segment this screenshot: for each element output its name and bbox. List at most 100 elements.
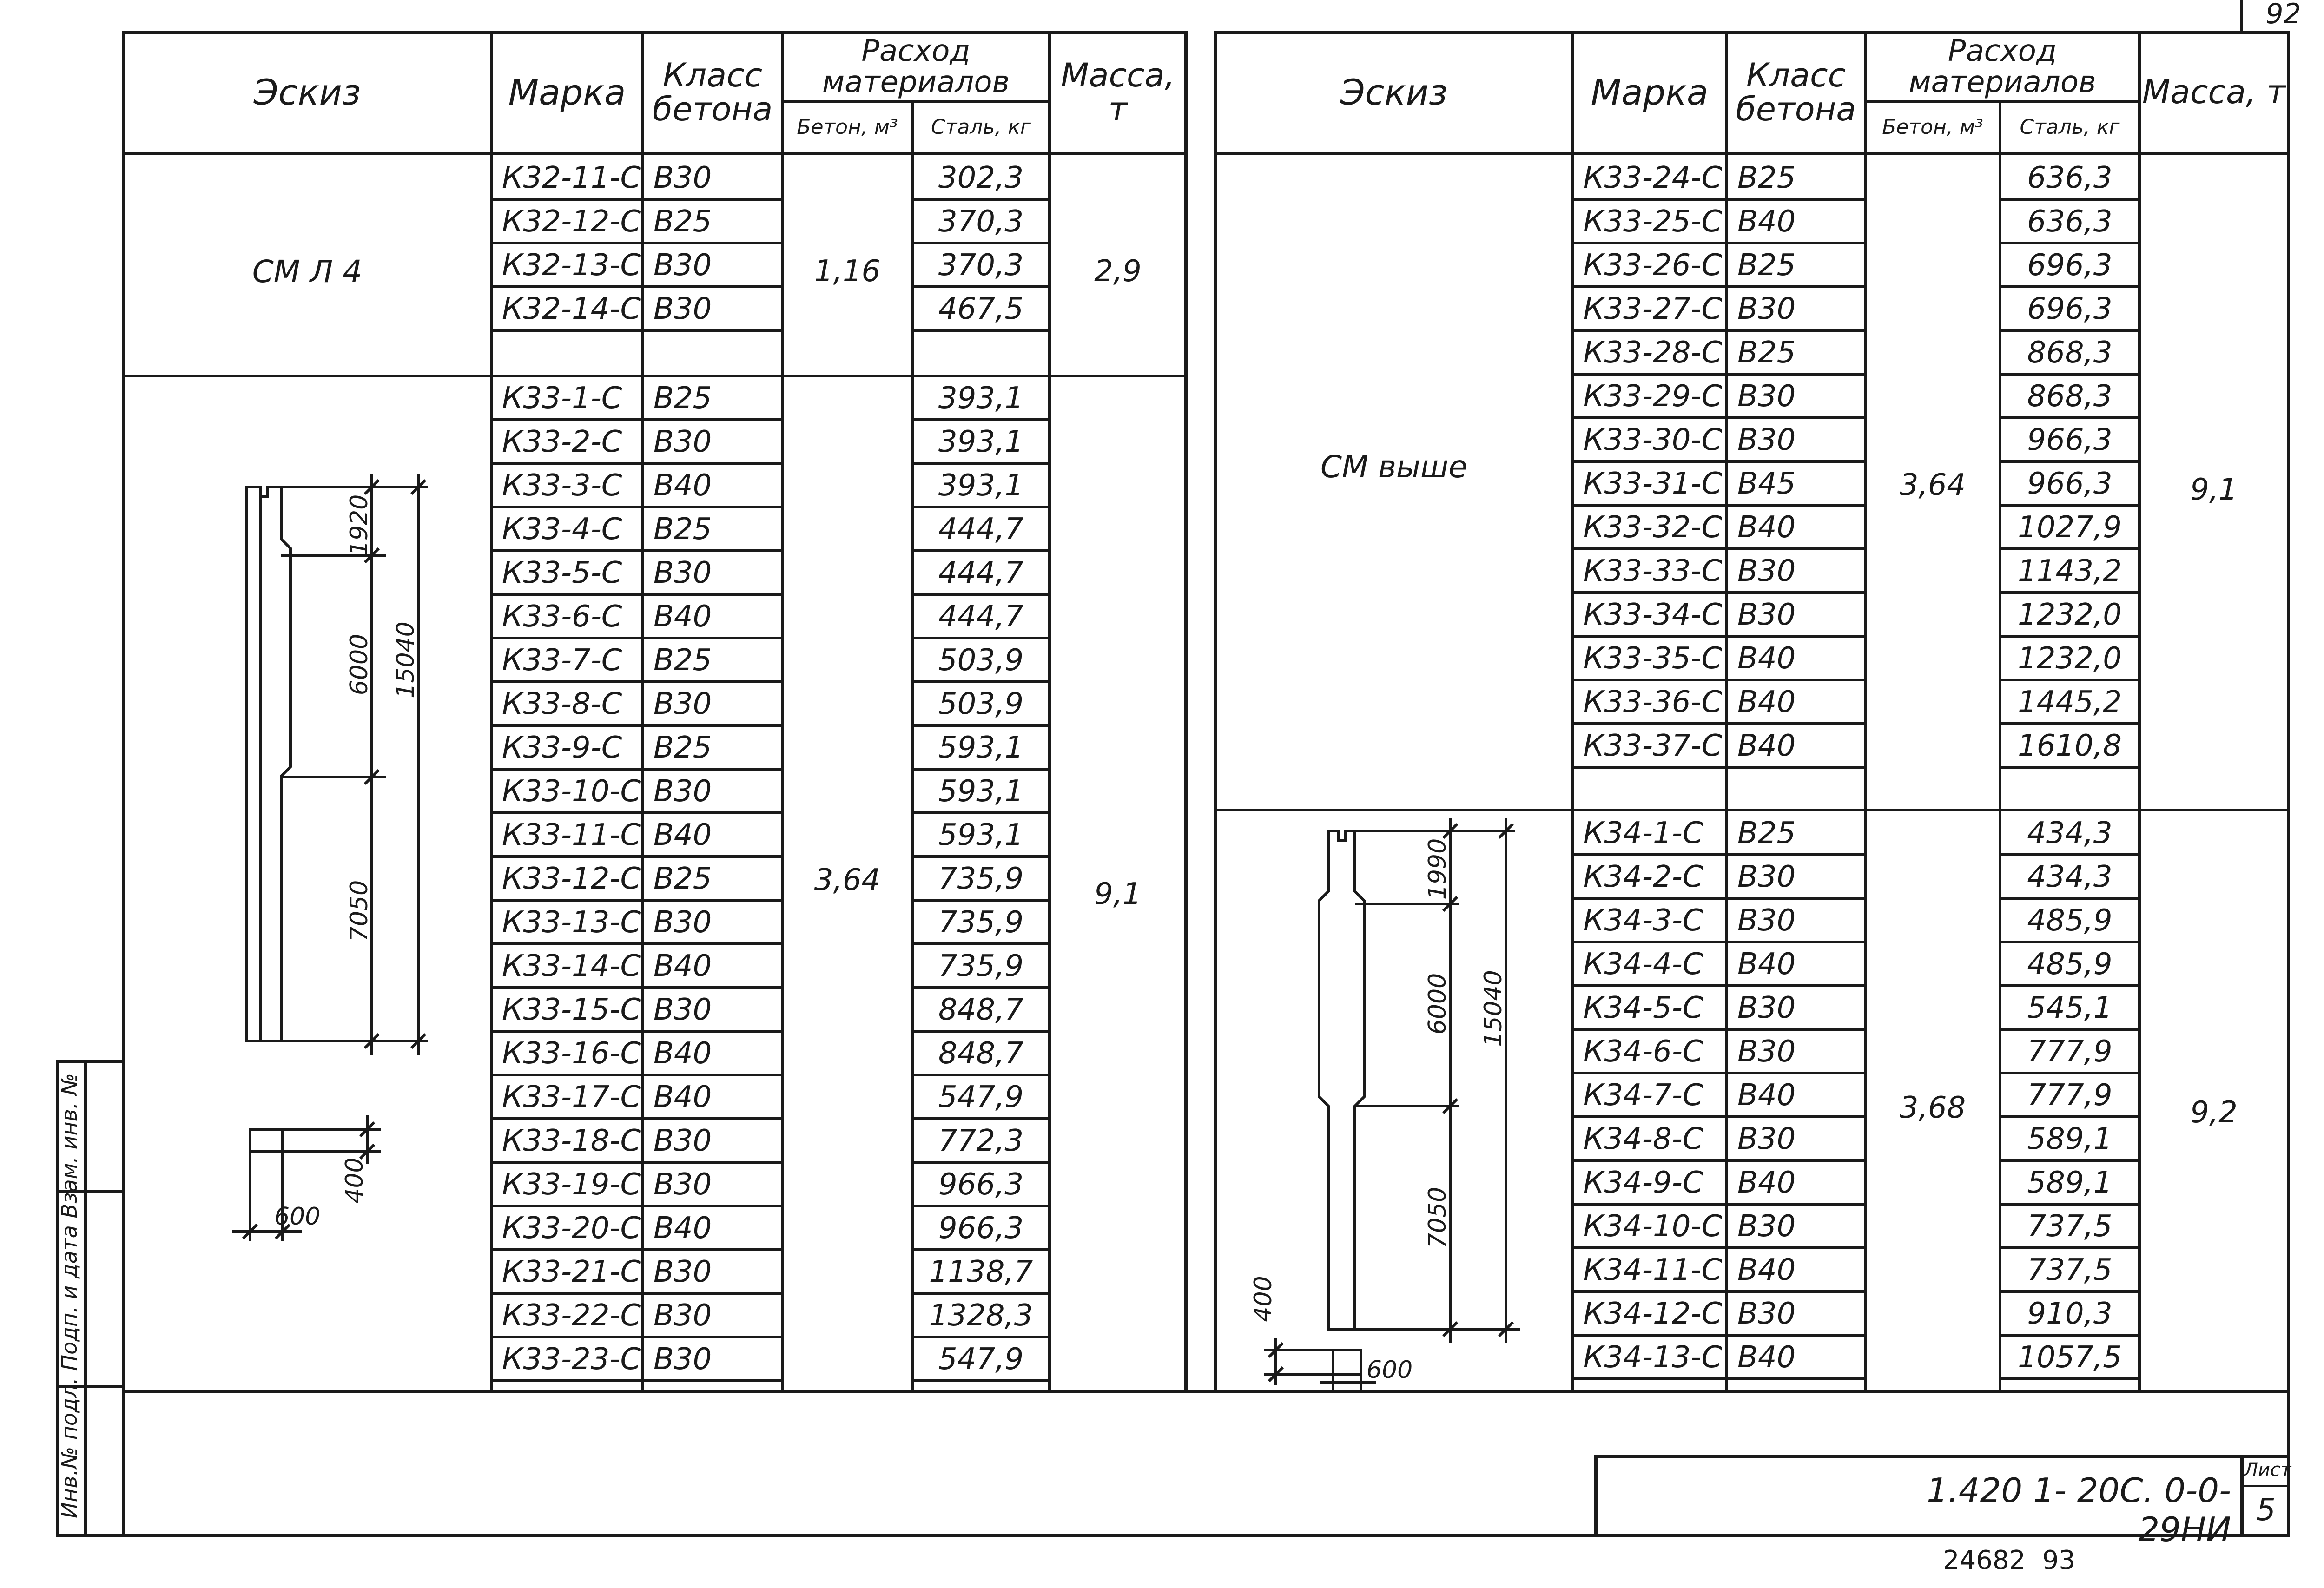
row-mark: К34-11-С xyxy=(1583,1253,1723,1287)
sheet-number: 5 xyxy=(2256,1492,2276,1528)
row-class: В30 xyxy=(1737,423,1796,457)
row-underline xyxy=(1728,897,1864,900)
row-steel: 966,3 xyxy=(2027,467,2113,501)
row-steel: 485,9 xyxy=(2027,947,2113,982)
row-class: В30 xyxy=(1737,598,1796,632)
row-underline xyxy=(1574,591,1725,594)
right-header-steel: Сталь, кг xyxy=(2020,115,2120,139)
row-class: В25 xyxy=(1737,161,1796,195)
row-underline xyxy=(914,329,1048,332)
row-underline xyxy=(914,1117,1048,1120)
row-underline xyxy=(914,1074,1048,1076)
row-class: В25 xyxy=(654,512,712,547)
row-underline xyxy=(493,986,641,989)
row-underline xyxy=(1728,1290,1864,1293)
right-header-materials: Расход материалов xyxy=(1908,33,2096,99)
row-underline xyxy=(493,680,641,683)
row-underline xyxy=(644,418,781,421)
row-class: В25 xyxy=(654,731,712,765)
left-group1-mass: 2,9 xyxy=(1094,254,1142,289)
row-underline xyxy=(644,1292,781,1295)
row-underline xyxy=(1728,1115,1864,1118)
row-underline xyxy=(2001,591,2138,594)
row-underline xyxy=(2001,635,2138,638)
right-column-sketch xyxy=(1318,818,1520,1343)
row-class: В25 xyxy=(654,381,712,415)
row-mark: К33-26-С xyxy=(1583,248,1723,283)
row-steel: 1328,3 xyxy=(929,1298,1033,1333)
row-underline xyxy=(2001,416,2138,419)
left-dim-1: 1920 xyxy=(345,494,373,556)
row-steel: 777,9 xyxy=(2027,1035,2113,1069)
row-underline xyxy=(1574,1159,1725,1162)
left-header-steel: Сталь, кг xyxy=(931,115,1031,139)
row-underline xyxy=(2001,198,2138,201)
row-class: В30 xyxy=(654,774,712,809)
row-mark: К33-21-С xyxy=(502,1255,641,1289)
row-underline xyxy=(1574,897,1725,900)
row-class: В30 xyxy=(1737,1297,1796,1331)
row-mark: К33-32-С xyxy=(1583,510,1723,545)
row-steel: 1138,7 xyxy=(929,1255,1033,1289)
row-mark: К34-9-С xyxy=(1583,1166,1703,1200)
row-underline xyxy=(1574,853,1725,856)
row-steel: 393,1 xyxy=(938,468,1024,503)
row-steel: 868,3 xyxy=(2027,336,2113,370)
row-underline xyxy=(914,1030,1048,1033)
row-mark: К33-15-С xyxy=(502,993,641,1027)
row-mark: К34-10-С xyxy=(1583,1209,1723,1244)
row-steel: 1610,8 xyxy=(2018,729,2122,763)
row-mark: К33-16-С xyxy=(502,1036,641,1071)
left-group1-note: СМ Л 4 xyxy=(252,254,363,290)
frame-right xyxy=(2287,31,2290,1536)
row-class: В40 xyxy=(654,949,712,983)
right-group1-mass: 9,1 xyxy=(2190,473,2238,507)
row-underline xyxy=(644,1248,781,1251)
row-class: В40 xyxy=(1737,510,1796,545)
row-steel: 503,9 xyxy=(938,643,1024,678)
frame-top-right xyxy=(1217,31,2290,34)
row-underline xyxy=(1728,1203,1864,1206)
row-underline xyxy=(1728,766,1864,769)
row-class: В40 xyxy=(1737,641,1796,676)
row-mark: К33-20-С xyxy=(502,1211,641,1245)
row-mark: К34-6-С xyxy=(1583,1035,1703,1069)
row-underline xyxy=(914,242,1048,244)
sheet-label: Лист xyxy=(2244,1459,2291,1481)
row-steel: 444,7 xyxy=(938,556,1024,590)
row-class: В30 xyxy=(654,556,712,590)
row-class: В30 xyxy=(1737,292,1796,326)
row-mark: К33-17-С xyxy=(502,1080,641,1114)
row-steel: 1232,0 xyxy=(2018,641,2122,676)
row-class: В25 xyxy=(1737,336,1796,370)
row-underline xyxy=(1728,1377,1864,1380)
row-mark: К32-13-С xyxy=(502,248,641,283)
row-mark: К34-1-С xyxy=(1583,816,1703,850)
row-steel: 868,3 xyxy=(2027,379,2113,414)
row-class: В30 xyxy=(654,687,712,721)
row-underline xyxy=(1728,679,1864,681)
row-class: В40 xyxy=(654,1036,712,1071)
row-underline xyxy=(493,942,641,945)
row-mark: К33-27-С xyxy=(1583,292,1723,326)
row-steel: 735,9 xyxy=(938,949,1024,983)
row-underline xyxy=(493,1379,641,1382)
row-steel: 737,5 xyxy=(2027,1209,2113,1244)
row-steel: 696,3 xyxy=(2027,248,2113,283)
row-underline xyxy=(1574,460,1725,463)
row-underline xyxy=(644,724,781,727)
row-underline xyxy=(1728,373,1864,376)
row-mark: К33-4-С xyxy=(502,512,622,547)
row-underline xyxy=(2001,853,2138,856)
row-underline xyxy=(644,462,781,465)
row-class: В30 xyxy=(1737,1035,1796,1069)
row-steel: 848,7 xyxy=(938,1036,1024,1071)
row-underline xyxy=(493,1336,641,1338)
row-class: В30 xyxy=(654,1124,712,1158)
left-dim-5: 600 xyxy=(274,1203,320,1231)
row-class: В30 xyxy=(654,161,712,195)
row-underline xyxy=(2001,897,2138,900)
row-underline xyxy=(644,1161,781,1164)
row-underline xyxy=(914,855,1048,858)
row-class: В25 xyxy=(654,204,712,239)
